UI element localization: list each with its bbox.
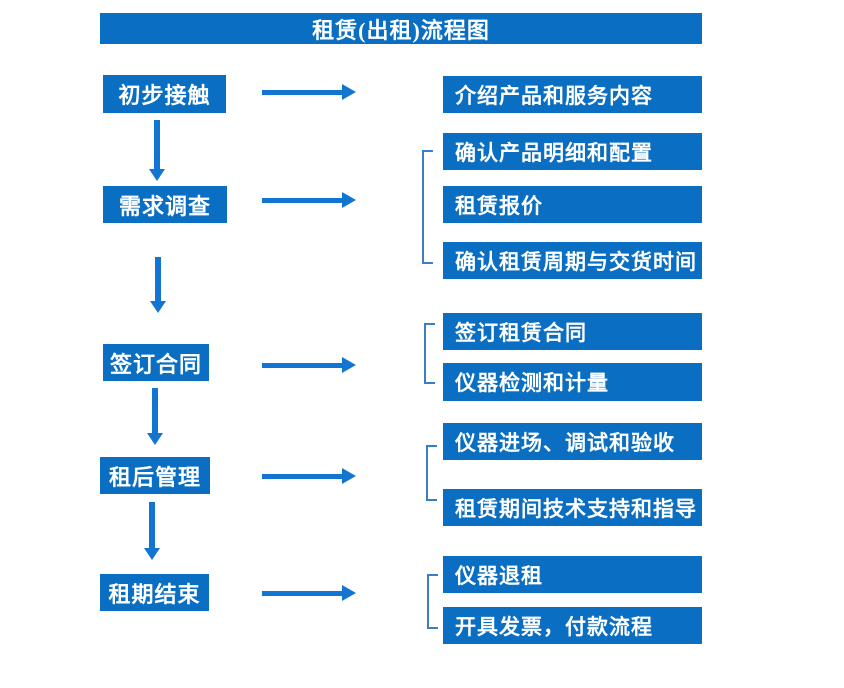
arrow-head <box>144 548 160 560</box>
arrow-head <box>149 169 165 181</box>
detail-box-invoice-payment: 开具发票，付款流程 <box>443 607 702 644</box>
detail-box-instrument-testing: 仪器检测和计量 <box>443 363 702 401</box>
step-box-initial-contact: 初步接触 <box>103 75 226 113</box>
arrow-right-icon <box>262 585 356 601</box>
arrow-shaft <box>152 388 158 434</box>
arrow-right-icon <box>262 468 356 484</box>
arrow-shaft <box>155 257 161 302</box>
arrow-shaft <box>262 90 343 95</box>
arrow-head <box>342 192 356 208</box>
arrow-head <box>342 585 356 601</box>
detail-box-confirm-period-delivery: 确认租赁周期与交货时间 <box>443 242 702 279</box>
arrow-right-icon <box>262 192 356 208</box>
group-bracket-left <box>427 574 438 629</box>
arrow-head <box>342 468 356 484</box>
arrow-shaft <box>262 363 343 368</box>
detail-box-confirm-product-config: 确认产品明细和配置 <box>443 133 702 170</box>
arrow-head <box>342 84 356 100</box>
group-bracket-left <box>424 323 435 384</box>
arrow-down-icon <box>144 502 160 560</box>
detail-box-introduce-products: 介绍产品和服务内容 <box>443 76 702 113</box>
detail-box-rental-quotation: 租赁报价 <box>443 186 702 223</box>
arrow-shaft <box>262 474 343 479</box>
step-box-rental-end: 租期结束 <box>100 574 209 611</box>
step-box-demand-survey: 需求调查 <box>103 186 227 223</box>
flowchart-title: 租赁(出租)流程图 <box>100 13 702 44</box>
arrow-down-icon <box>149 120 165 181</box>
arrow-shaft <box>262 591 343 596</box>
arrow-head <box>150 301 166 313</box>
arrow-right-icon <box>262 84 356 100</box>
group-bracket-left <box>426 445 437 501</box>
arrow-shaft <box>154 120 160 170</box>
detail-box-instrument-entry-acceptance: 仪器进场、调试和验收 <box>443 423 702 460</box>
arrow-shaft <box>262 198 343 203</box>
step-box-sign-contract: 签订合同 <box>103 344 209 381</box>
arrow-head <box>342 357 356 373</box>
detail-box-tech-support: 租赁期间技术支持和指导 <box>443 489 702 526</box>
arrow-down-icon <box>150 257 166 313</box>
arrow-right-icon <box>262 357 356 373</box>
arrow-down-icon <box>147 388 163 445</box>
arrow-head <box>147 433 163 445</box>
group-bracket-left <box>422 150 433 264</box>
detail-box-sign-rental-contract: 签订租赁合同 <box>443 313 702 350</box>
arrow-shaft <box>149 502 155 549</box>
detail-box-instrument-return: 仪器退租 <box>443 556 702 593</box>
step-box-post-rental-mgmt: 租后管理 <box>100 457 210 494</box>
